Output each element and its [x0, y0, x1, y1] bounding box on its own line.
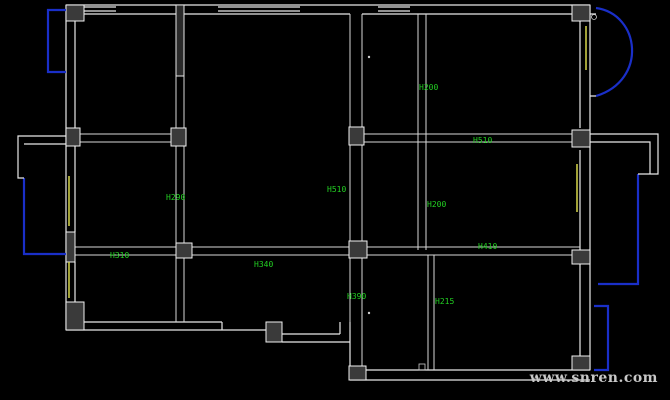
dimension-labels: H200 H510 H290 H510 H200 H410 H310 H340 … [110, 83, 497, 306]
solid-wall-segment [175, 4, 185, 77]
label-h340: H340 [254, 260, 273, 269]
column [348, 126, 365, 146]
column [170, 127, 187, 147]
top-wall [66, 4, 590, 15]
right-wall [579, 5, 591, 370]
balcony-left [22, 178, 66, 256]
marker-dot [367, 311, 371, 315]
interior-walls [75, 14, 580, 370]
label-h200-mid: H200 [427, 200, 446, 209]
left-wall [65, 5, 76, 330]
label-h510-mid: H510 [327, 185, 346, 194]
label-h310: H310 [110, 251, 129, 260]
balcony-right [598, 174, 640, 286]
outer-walls [65, 4, 591, 381]
balcony-left-frame [17, 135, 66, 179]
bottom-wall-left [66, 321, 223, 331]
balcony-top-left [46, 8, 66, 74]
balcony-right-frame [590, 133, 659, 175]
column [65, 301, 85, 331]
column [571, 4, 591, 22]
columns [65, 4, 591, 381]
column [65, 231, 76, 263]
column [571, 129, 591, 148]
watermark-text: www.snren.com [529, 370, 658, 386]
balcony-top-right-arc [595, 6, 634, 98]
marker-dot [591, 14, 597, 20]
column [65, 127, 81, 147]
column [571, 249, 591, 265]
label-h510-right: H510 [473, 136, 492, 145]
balcony-top-right-frame [590, 13, 596, 97]
label-h290: H290 [166, 193, 185, 202]
marker-dot [367, 55, 371, 59]
beam-col-425 [417, 14, 427, 250]
balconies [17, 6, 659, 372]
beam-row-2 [75, 246, 580, 256]
column [265, 321, 283, 343]
top-window-1 [84, 6, 116, 12]
column [175, 242, 193, 259]
column [348, 365, 367, 381]
label-h390: H390 [347, 292, 366, 301]
beam-row-1-right [362, 133, 580, 143]
balcony-bottom-right [594, 304, 610, 372]
label-h215: H215 [435, 297, 454, 306]
top-window-3 [378, 6, 410, 12]
label-h410: H410 [478, 242, 497, 251]
beam-col-356 [349, 14, 363, 370]
top-window-2 [218, 6, 300, 12]
marker-box [418, 363, 426, 371]
windows [68, 26, 587, 298]
column [348, 240, 368, 259]
column [571, 355, 591, 371]
beam-row-1 [75, 133, 180, 143]
beam-col-432 [427, 255, 435, 370]
label-h200-top: H200 [419, 83, 438, 92]
column [65, 4, 85, 22]
bottom-wall-mid [222, 322, 351, 343]
